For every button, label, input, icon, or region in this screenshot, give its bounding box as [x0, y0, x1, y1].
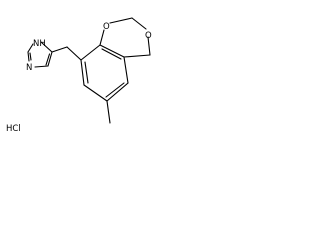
- bond-imid-nh-c5: [40, 41, 53, 53]
- atom-label-n: N: [26, 63, 32, 73]
- bond-imid-c5-c4-double: [45, 53, 51, 66]
- bond-diox-o3-c4: [147, 36, 151, 56]
- bond-benz-c7-c8-double: [84, 61, 89, 84]
- bond-diox-o1-c2: [109, 17, 133, 24]
- bond-diox-c8a-o1: [99, 29, 105, 46]
- atom-label-o-ring-2: O: [145, 31, 152, 41]
- bond-lines: [27, 17, 151, 124]
- atom-label-nh: NH: [33, 39, 46, 49]
- bond-benz-c8a-c4a-double: [101, 48, 122, 60]
- bond-benz-c6-c7: [83, 84, 108, 102]
- bond-imid-n3-c2: [27, 51, 30, 62]
- bond-linker-b: [66, 46, 82, 61]
- bond-methyl: [106, 100, 111, 124]
- bond-imid-c5-c4: [47, 51, 53, 67]
- bond-imid-n3-c2-double: [29, 52, 32, 61]
- bond-imid-c4-n3: [34, 65, 49, 68]
- atom-label-o-ring: O: [103, 22, 110, 32]
- salt-label-hcl: HCl: [6, 124, 21, 134]
- bond-diox-c2-o3: [131, 17, 147, 30]
- bond-linker-a: [51, 46, 68, 53]
- bond-benz-c8-c8a: [80, 44, 101, 61]
- bond-benz-c5-c6: [106, 82, 129, 102]
- bond-benz-c8a-c4a: [99, 44, 125, 58]
- bond-diox-c4-c4a: [123, 54, 151, 58]
- bond-benz-c5-c6-double: [105, 82, 125, 98]
- bond-benz-c7-c8: [80, 59, 85, 86]
- bond-imid-c2-nh: [27, 43, 34, 53]
- bond-benz-c4a-c5: [123, 56, 129, 84]
- chemical-structure: NH N O O HCl: [6, 17, 152, 134]
